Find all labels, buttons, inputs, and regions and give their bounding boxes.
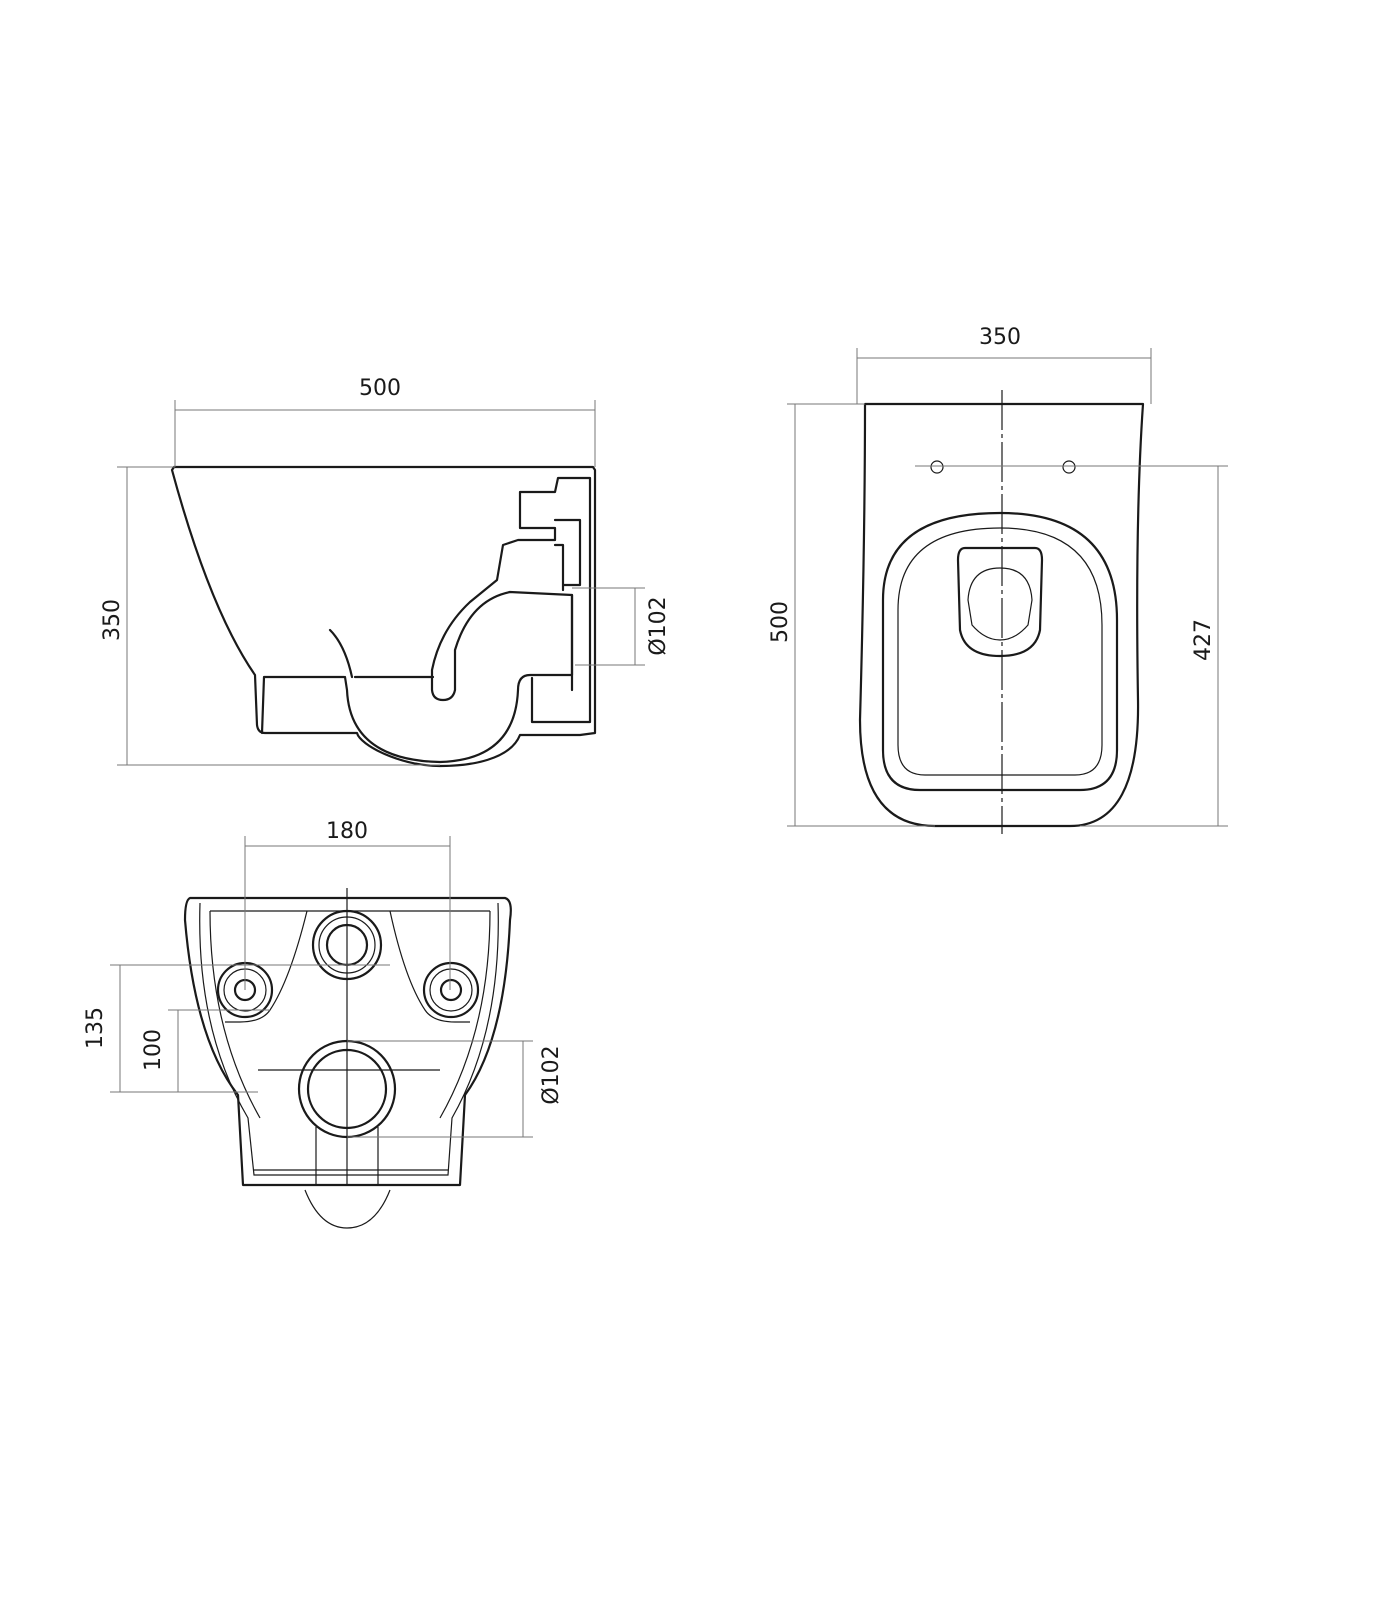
- side-bowl-outline: [170, 465, 597, 768]
- rear-fixing-ribs: [225, 910, 470, 1023]
- dim-rear-outlet-label: Ø102: [539, 1045, 564, 1104]
- rear-bolt-right-mid: [429, 968, 473, 1012]
- side-fixing-block: [553, 518, 582, 592]
- dim-top-width-line: [856, 348, 1152, 404]
- top-outline: [858, 402, 1145, 828]
- dim-bolt-height-line: [168, 1009, 270, 1092]
- rear-view: 180 135 100 Ø102: [83, 819, 564, 1229]
- dim-outlet-line: [572, 587, 645, 666]
- top-bowl-outer: [881, 511, 1119, 792]
- dim-top-length-line: [787, 403, 935, 827]
- dim-width-line: [174, 400, 596, 467]
- side-rim-edge: [328, 628, 354, 679]
- top-view: 350 500 427: [768, 325, 1228, 834]
- side-inner-base: [260, 675, 435, 735]
- rear-bolt-right-outer: [422, 961, 480, 1019]
- seat-hole-right: [1062, 460, 1076, 474]
- dim-rear-outlet-line: [347, 1040, 533, 1138]
- rear-outline: [183, 896, 512, 1187]
- dim-bolt-spacing-label: 180: [326, 819, 368, 844]
- dim-inlet-height-line: [110, 964, 390, 1093]
- top-drain-inner: [967, 567, 1033, 641]
- dim-width-label: 500: [359, 376, 401, 401]
- dim-height-line: [117, 466, 440, 766]
- dim-top-width-label: 350: [979, 325, 1021, 350]
- dim-top-length-label: 500: [768, 601, 793, 643]
- seat-hole-left: [930, 460, 944, 474]
- dim-fixing-label: 427: [1191, 619, 1216, 661]
- dim-outlet-label: Ø102: [646, 596, 671, 655]
- top-bowl-inner: [897, 527, 1103, 776]
- dim-inlet-height-label: 135: [83, 1007, 108, 1049]
- side-trap: [343, 476, 592, 764]
- top-drain-opening: [956, 546, 1044, 658]
- rear-bolt-right-hole: [439, 978, 463, 1002]
- dim-fixing-line: [915, 465, 1228, 827]
- rear-trap-bulge: [304, 1189, 391, 1229]
- dim-height-label: 350: [100, 599, 125, 641]
- side-view: 500 350 Ø102: [100, 376, 671, 768]
- dim-bolt-spacing-line: [244, 836, 451, 990]
- dim-bolt-height-label: 100: [141, 1029, 166, 1071]
